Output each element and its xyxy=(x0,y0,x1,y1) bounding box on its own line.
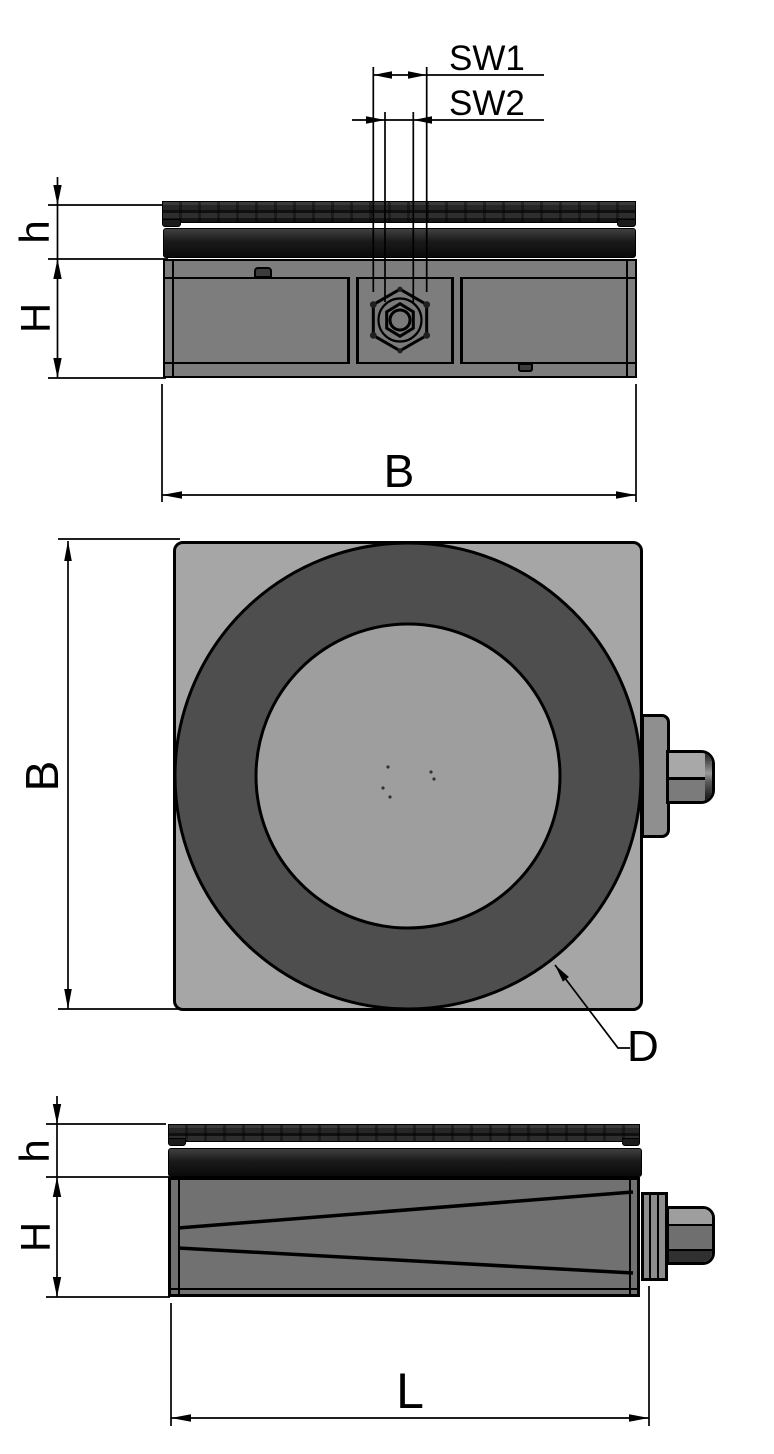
side-body-inner-line-right xyxy=(629,1180,631,1294)
side-elevation-view xyxy=(0,1080,774,1454)
front-body-top-strip-line xyxy=(165,277,635,279)
front-hex-nut-corner-mark xyxy=(397,348,403,354)
side-hex-stud-facet-mid xyxy=(669,1224,712,1251)
front-top-strip-tab xyxy=(254,267,272,278)
front-hex-nut-corner-mark xyxy=(369,332,377,339)
front-B-dimension-label: B xyxy=(384,445,415,497)
side-h-arrowhead-top xyxy=(52,1104,62,1124)
side-plate-lip-right xyxy=(622,1138,640,1146)
sw1-arrowhead-left xyxy=(373,71,392,79)
front-hex-nut-corner-mark xyxy=(397,286,403,292)
front-hex-nut-corner-mark xyxy=(423,332,431,339)
sw2-dimension-label: SW2 xyxy=(449,84,525,123)
front-H-dimension-label: H xyxy=(12,303,59,333)
side-hex-stud-facet-top xyxy=(669,1209,712,1224)
front-bottom-strip-tab xyxy=(518,363,533,372)
front-body-inner-line-right xyxy=(626,261,628,376)
plan-D-leader-line xyxy=(554,964,630,1049)
side-body-inner-line-left xyxy=(178,1180,180,1294)
plan-center-mark-dot xyxy=(386,765,390,769)
plan-B-arrowhead-top xyxy=(64,541,72,561)
sw1-dimension-label: SW1 xyxy=(449,39,525,78)
side-L-arrowhead-right xyxy=(629,1414,649,1422)
front-B-arrowhead-right xyxy=(616,491,636,499)
pole-plate-lamination-ticks xyxy=(163,202,635,222)
pole-plate-lamination-ticks xyxy=(169,1125,639,1141)
side-plate-lip-left xyxy=(168,1138,186,1146)
plan-center-mark-dot xyxy=(432,777,436,781)
plan-B-arrowhead-bottom xyxy=(64,989,72,1009)
side-h-dimension-label: h xyxy=(11,1139,58,1162)
side-collar-groove-2 xyxy=(657,1195,659,1278)
front-H-arrowhead-bottom xyxy=(53,358,62,378)
plan-D-leader-arrowhead xyxy=(555,965,569,982)
sw2-arrowhead-left xyxy=(366,116,385,124)
plan-center-mark-dot xyxy=(388,795,392,799)
front-magnet-band xyxy=(163,228,636,258)
front-plate-lip-left xyxy=(162,219,181,227)
plan-center-mark-dot xyxy=(429,770,433,774)
front-hex-nut-corner-mark xyxy=(369,301,377,308)
sw1-arrowhead-right xyxy=(408,71,427,79)
front-H-arrowhead-top xyxy=(53,259,62,279)
plan-center-mark-dot xyxy=(381,786,385,790)
side-magnet-band xyxy=(168,1148,642,1177)
side-chuck-body xyxy=(168,1177,640,1297)
plan-pole-ring-inner-bore xyxy=(254,622,562,930)
front-panel-divider-right xyxy=(451,277,463,364)
side-hex-stud xyxy=(666,1206,715,1265)
front-hex-nut-corner-mark xyxy=(423,301,431,308)
front-panel-divider-left xyxy=(347,277,359,364)
side-L-arrowhead-left xyxy=(171,1414,191,1422)
front-h-dimension-label: h xyxy=(11,220,58,243)
plan-hex-stud-facet-top xyxy=(669,753,712,777)
front-h-arrowhead-top xyxy=(53,185,62,205)
front-B-arrowhead-left xyxy=(162,491,182,499)
plan-hex-stud-chamfer-cap xyxy=(705,753,712,801)
front-plate-lip-right xyxy=(617,219,636,227)
side-L-dimension-label: L xyxy=(396,1363,424,1419)
side-collar-groove-1 xyxy=(649,1195,651,1278)
front-body-bottom-strip-line xyxy=(165,362,635,364)
side-H-arrowhead-top xyxy=(52,1177,62,1197)
plan-hex-stud-facet-bottom xyxy=(669,777,712,801)
front-hex-nut-chamfer-circle xyxy=(377,297,423,343)
side-body-inner-line-bottom xyxy=(171,1288,637,1290)
side-connector-collar xyxy=(641,1192,668,1281)
side-taper-line-upper xyxy=(177,1190,634,1230)
side-top-pole-plate xyxy=(168,1124,640,1142)
plan-B-dimension-label: B xyxy=(16,761,68,792)
plan-D-dimension-label: D xyxy=(627,1022,659,1071)
front-body-inner-line-left xyxy=(172,261,174,376)
side-hex-stud-facet-bottom xyxy=(669,1251,712,1262)
front-top-pole-plate xyxy=(162,201,636,223)
sw2-arrowhead-right xyxy=(413,116,432,124)
plan-hex-stud xyxy=(666,750,715,804)
side-H-dimension-label: H xyxy=(12,1222,59,1252)
side-H-arrowhead-bottom xyxy=(52,1277,62,1297)
front-hex-nut-bore xyxy=(388,308,412,332)
side-taper-line-lower xyxy=(177,1246,634,1275)
